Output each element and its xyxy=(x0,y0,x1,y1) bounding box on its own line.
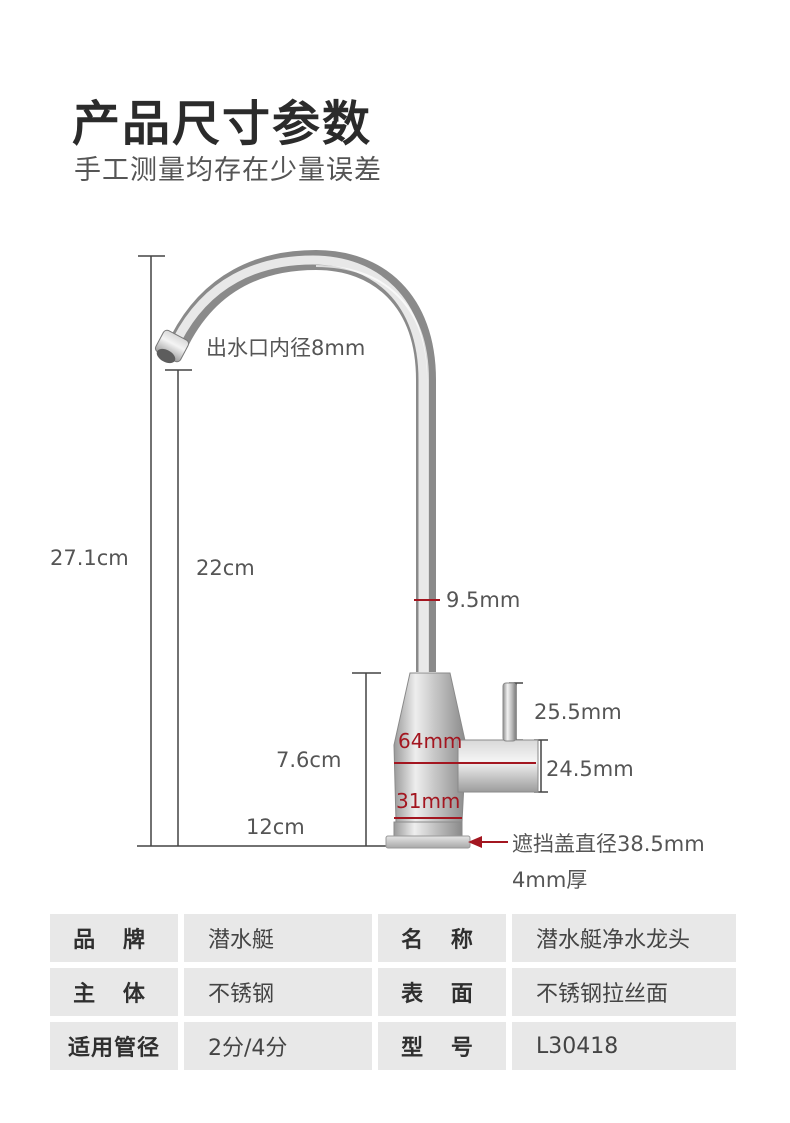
outlet-height-label: 22cm xyxy=(196,556,255,580)
spec-key-brand: 品 牌 xyxy=(50,914,178,962)
spout-pipe xyxy=(171,249,436,672)
handle-block xyxy=(457,739,539,793)
faucet-dimension-diagram: 出水口内径8mm 27.1cm 22cm 9.5mm 7.6cm 12cm 25… xyxy=(50,249,705,892)
cover-arrow xyxy=(468,836,482,848)
spec-value-brand: 潜水艇 xyxy=(184,914,372,962)
spec-key-name: 名 称 xyxy=(378,914,506,962)
spec-value-name: 潜水艇净水龙头 xyxy=(512,914,736,962)
spec-key-surface: 表 面 xyxy=(378,968,506,1016)
pipe-diameter-label: 9.5mm xyxy=(446,588,521,612)
faucet-illustration xyxy=(137,249,548,849)
handle-height-label: 25.5mm xyxy=(534,700,622,724)
cover-diameter-label: 遮挡盖直径38.5mm xyxy=(512,832,705,856)
handle-block-label: 24.5mm xyxy=(546,757,634,781)
nozzle xyxy=(154,329,190,364)
spec-value-surface: 不锈钢拉丝面 xyxy=(512,968,736,1016)
spec-key-model: 型 号 xyxy=(378,1022,506,1070)
handle-lever xyxy=(502,682,517,742)
cover-thickness-label: 4mm厚 xyxy=(512,868,588,892)
body-bottom-diameter-label: 31mm xyxy=(396,789,461,813)
spec-key-pipe-size: 适用管径 xyxy=(50,1022,178,1070)
outlet-diameter-label: 出水口内径8mm xyxy=(206,336,366,360)
spec-value-model: L30418 xyxy=(512,1022,736,1070)
base-cover xyxy=(385,835,471,849)
body-top-diameter-label: 64mm xyxy=(398,729,463,753)
page-title: 产品尺寸参数 xyxy=(72,96,373,152)
spec-value-pipe-size: 2分/4分 xyxy=(184,1022,372,1070)
spec-table: 品 牌 潜水艇 名 称 潜水艇净水龙头 主 体 不锈钢 表 面 不锈钢拉丝面 适… xyxy=(50,914,736,1070)
spec-key-body: 主 体 xyxy=(50,968,178,1016)
reach-label: 12cm xyxy=(246,815,305,839)
page-subtitle: 手工测量均存在少量误差 xyxy=(74,155,382,186)
red-marks xyxy=(394,599,536,843)
spec-value-body: 不锈钢 xyxy=(184,968,372,1016)
body-height-label: 7.6cm xyxy=(276,748,342,772)
total-height-label: 27.1cm xyxy=(50,546,129,570)
